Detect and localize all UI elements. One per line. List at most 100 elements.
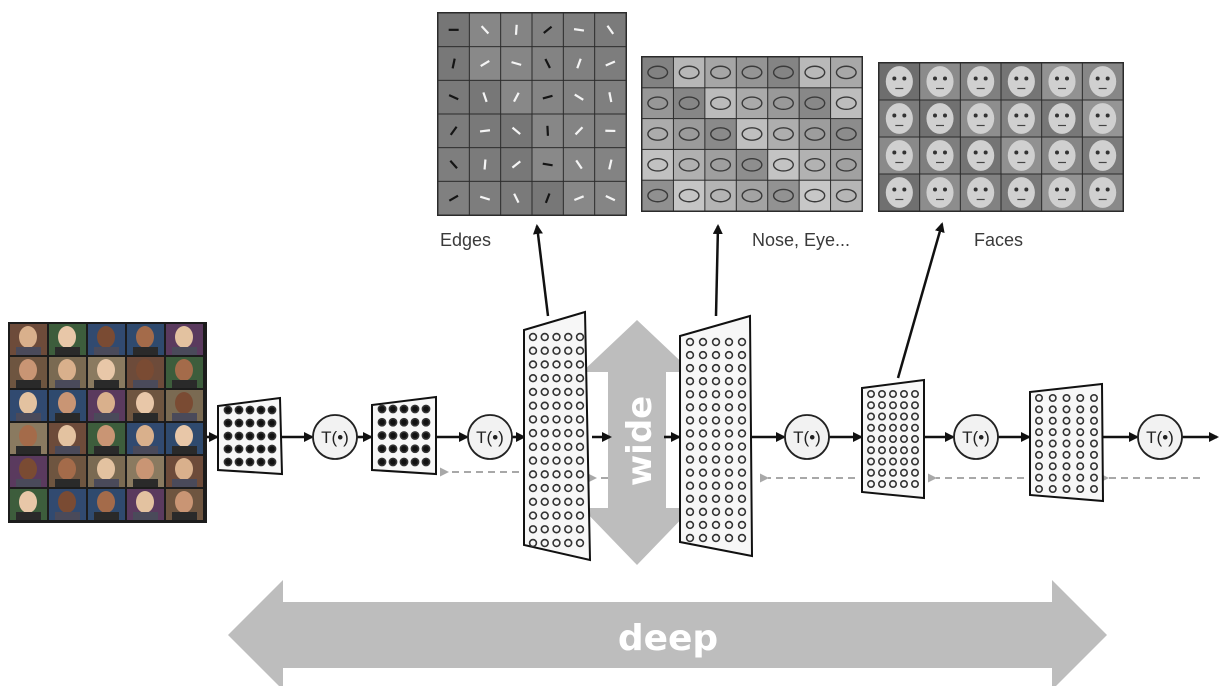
layer-unit [888, 479, 897, 488]
layer-unit [866, 479, 875, 488]
wide-layer-2 [679, 314, 754, 558]
face-filter [1042, 137, 1082, 174]
input-face-photo [88, 489, 125, 520]
edge-filter [563, 80, 595, 114]
edge-filter [501, 47, 532, 80]
input-face-photo [127, 456, 164, 487]
transform-nodes: T(•)T(•)T(•)T(•)T(•) [312, 414, 1183, 460]
layer-unit [1035, 484, 1044, 493]
layer-unit [1076, 393, 1085, 402]
layer-frame [861, 378, 925, 500]
faces-feature-arrow [896, 222, 945, 379]
part-filter [705, 180, 736, 211]
layer-unit [685, 350, 695, 360]
layer-unit [1035, 416, 1044, 425]
layer-unit [737, 455, 747, 464]
layer-unit [410, 444, 420, 454]
part-filter [831, 180, 862, 211]
edge-filter [563, 114, 595, 148]
part-filter [673, 149, 705, 180]
face-filter [1001, 174, 1042, 211]
layer-unit [528, 483, 538, 493]
part-filter [673, 57, 705, 88]
layer-unit [267, 405, 277, 415]
input-face-photo [166, 390, 203, 421]
layer-unit [698, 481, 708, 490]
layer-unit [1090, 405, 1099, 414]
layer-unit [575, 387, 585, 397]
layer-unit [1048, 450, 1057, 459]
layer-unit [267, 457, 277, 467]
part-filter [705, 149, 736, 180]
layer-unit [724, 442, 734, 451]
layer-unit [698, 337, 708, 347]
layer-unit [245, 431, 255, 441]
layer-unit [1048, 416, 1057, 425]
layer-unit [528, 360, 538, 369]
input-face-photo [88, 357, 125, 388]
edge-filter [469, 13, 501, 47]
wide-label: wide [620, 396, 660, 486]
layer-unit [552, 346, 561, 355]
layer-unit [737, 520, 747, 530]
layer-unit [575, 470, 585, 479]
edge-filter [532, 80, 563, 114]
part-filter [673, 119, 705, 149]
layer-unit [910, 412, 919, 421]
layer-unit [888, 457, 897, 466]
layer-unit [698, 442, 708, 451]
input-face-photo [10, 357, 47, 388]
layer-unit [552, 415, 561, 424]
layer-unit [866, 401, 875, 410]
part-filter [705, 88, 736, 119]
layer-unit [421, 404, 431, 414]
layer-unit [888, 412, 897, 421]
layer-unit [866, 412, 875, 421]
layer-unit [1090, 416, 1099, 425]
layer-unit [540, 525, 549, 534]
layer-unit [421, 431, 431, 440]
layer-unit [564, 497, 573, 506]
input-face-photo [166, 489, 203, 520]
input-face-photo [127, 423, 164, 454]
layer-unit [564, 525, 573, 534]
layer-unit [564, 538, 573, 548]
edge-filter [501, 181, 532, 215]
layer-unit [685, 468, 695, 477]
layer-unit [1090, 473, 1099, 482]
layer-unit [540, 442, 549, 452]
layer-unit [564, 483, 573, 493]
layer-unit [1090, 462, 1099, 471]
layer-unit [1035, 428, 1044, 437]
layer-unit [724, 533, 734, 543]
layer-unit [1076, 439, 1085, 448]
layer-unit [575, 442, 585, 452]
layer-unit [245, 457, 255, 467]
layer-unit [399, 417, 409, 427]
layer-unit [540, 497, 549, 506]
layer-unit [685, 533, 695, 543]
layer-unit [899, 434, 908, 443]
transform-node-label: T(•) [1146, 428, 1174, 447]
layer-unit [899, 389, 908, 398]
layer-unit [540, 538, 549, 548]
layer-unit [899, 446, 908, 455]
part-filter [831, 149, 862, 180]
layer-unit [1090, 393, 1099, 402]
deep-arrow: deep [228, 580, 1107, 686]
layer-unit [724, 416, 734, 425]
layer-unit [737, 390, 747, 399]
layer-unit [564, 456, 573, 465]
layer-unit [698, 533, 708, 543]
edge-filter [563, 181, 595, 215]
part-filter [831, 119, 862, 149]
part-filter [705, 119, 736, 149]
part-filter [736, 180, 768, 211]
edge-filter [501, 114, 532, 148]
layer-unit [866, 446, 875, 455]
layer-unit [711, 507, 721, 517]
layer-unit [575, 346, 585, 355]
layer-unit [698, 429, 708, 438]
layer-unit [267, 431, 277, 441]
